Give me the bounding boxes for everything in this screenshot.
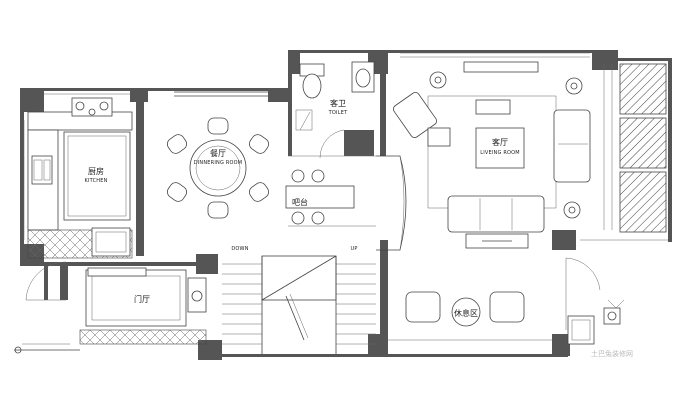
dining: 餐厅 DINNERING ROOM [166, 117, 270, 219]
watermark: 土巴兔装修网 [591, 349, 633, 358]
kitchen-label: 厨房 [88, 166, 104, 176]
bar-label: 吧台 [292, 197, 308, 207]
stairs-down-label: DOWN [231, 246, 248, 252]
toilet-label: 客卫 [330, 98, 346, 108]
foyer-label: 门厅 [134, 294, 150, 304]
stairs-up-label: UP [350, 246, 357, 252]
living-label: 客厅 [492, 137, 508, 147]
storage-cabinets [580, 63, 668, 241]
toilet-label-en: TOILET [328, 110, 348, 116]
foyer: 门厅 [14, 261, 207, 354]
corner-room [565, 257, 625, 345]
living-room: 客厅 LIVEING ROOM [392, 61, 591, 249]
staircase: DOWN UP [222, 246, 376, 354]
kitchen: 厨房 KITCHEN [27, 97, 133, 259]
dining-label-en: DINNERING ROOM [194, 160, 243, 166]
toilet: 客卫 TOILET [295, 61, 375, 159]
rest-label: 休息区 [454, 308, 478, 318]
interior-walls [44, 60, 388, 354]
living-label-en: LIVEING ROOM [480, 150, 520, 156]
curved-partition [376, 155, 407, 251]
dining-label: 餐厅 [210, 149, 226, 158]
kitchen-label-en: KITCHEN [84, 178, 107, 184]
bar-counter: 吧台 [285, 155, 376, 227]
rest-area: 休息区 [388, 291, 552, 341]
